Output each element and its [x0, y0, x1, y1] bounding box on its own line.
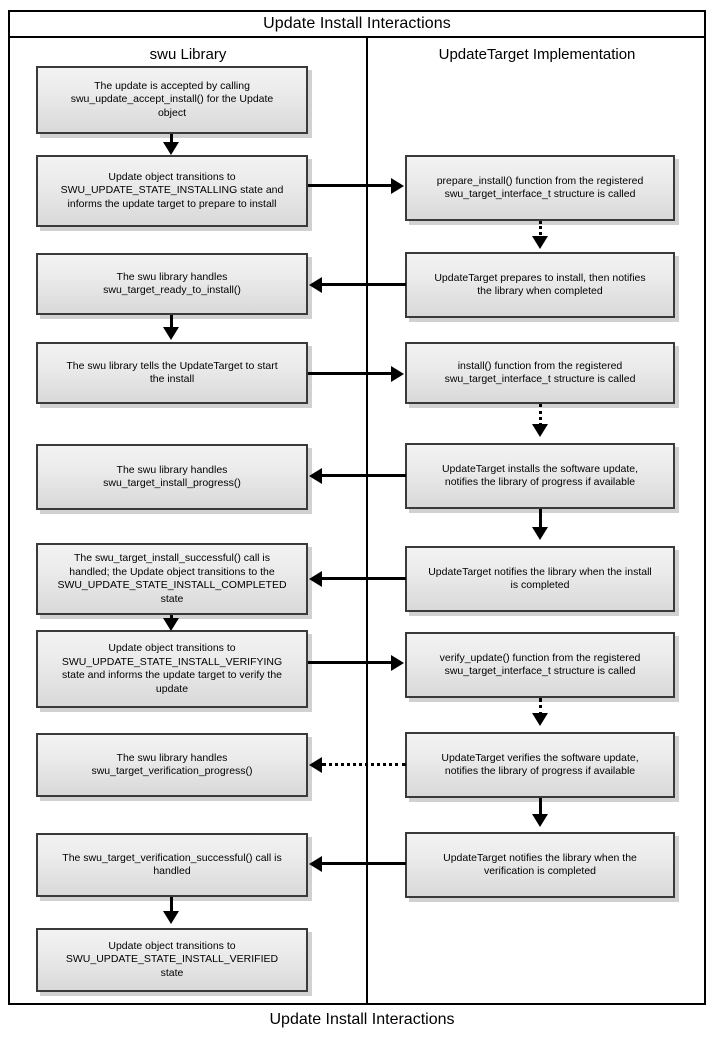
arrowhead-left-icon: [309, 277, 322, 293]
column-divider: [366, 38, 368, 1005]
connector-accept-to-installing: [170, 134, 173, 148]
connector-prepare-install-to-target-prepares: [539, 221, 542, 241]
node-target-notifies-install[interactable]: UpdateTarget notifies the library when t…: [405, 546, 675, 612]
node-prepare-install-fn[interactable]: prepare_install() function from the regi…: [405, 155, 675, 221]
node-text: Update object transitions to SWU_UPDATE_…: [65, 939, 279, 979]
connector-ready-to-install-to-tell-start: [170, 315, 173, 331]
node-text: The swu library handles swu_target_ready…: [103, 270, 241, 297]
node-verify-update-fn[interactable]: verify_update() function from the regist…: [405, 632, 675, 698]
connector-verifying-to-verify-update-fn: [308, 661, 395, 664]
diagram-caption: Update Install Interactions: [0, 1011, 724, 1029]
node-text: Update object transitions to SWU_UPDATE_…: [61, 642, 283, 695]
node-state-installing[interactable]: Update object transitions to SWU_UPDATE_…: [36, 155, 308, 227]
arrowhead-left-icon: [309, 571, 322, 587]
arrowhead-down-icon: [163, 327, 179, 340]
diagram-title-bar: Update Install Interactions: [10, 12, 704, 38]
node-verification-progress[interactable]: The swu library handles swu_target_verif…: [36, 733, 308, 797]
arrowhead-down-icon: [163, 618, 179, 631]
connector-target-verifies-to-verification-progress: [322, 763, 406, 766]
node-text: The swu_target_verification_successful()…: [62, 851, 282, 878]
node-target-verifies[interactable]: UpdateTarget verifies the software updat…: [405, 732, 675, 798]
node-text: prepare_install() function from the regi…: [436, 174, 644, 201]
arrowhead-right-icon: [391, 178, 404, 194]
node-state-install-verified[interactable]: Update object transitions to SWU_UPDATE_…: [36, 928, 308, 992]
connector-verification-successful-to-verified: [170, 897, 173, 915]
connector-install-fn-to-target-installs: [539, 404, 542, 426]
connector-notifies-verification-to-verification-successful: [322, 862, 406, 865]
node-text: The swu_target_install_successful() call…: [57, 552, 287, 605]
arrowhead-down-icon: [532, 814, 548, 827]
node-install-progress[interactable]: The swu library handles swu_target_insta…: [36, 444, 308, 510]
node-install-successful[interactable]: The swu_target_install_successful() call…: [36, 543, 308, 615]
connector-verify-update-fn-to-target-verifies: [539, 698, 542, 716]
connector-installing-to-prepare-install: [308, 184, 395, 187]
arrowhead-down-icon: [532, 424, 548, 437]
node-state-install-verifying[interactable]: Update object transitions to SWU_UPDATE_…: [36, 630, 308, 708]
connector-target-installs-to-install-progress: [322, 474, 406, 477]
arrowhead-right-icon: [391, 655, 404, 671]
arrowhead-down-icon: [532, 713, 548, 726]
arrowhead-down-icon: [532, 236, 548, 249]
connector-notifies-install-to-install-successful: [322, 577, 406, 580]
page-title: Update Install Interactions: [263, 15, 451, 32]
node-accept-install[interactable]: The update is accepted by calling swu_up…: [36, 66, 308, 134]
arrowhead-right-icon: [391, 366, 404, 382]
node-target-installs[interactable]: UpdateTarget installs the software updat…: [405, 443, 675, 509]
arrowhead-down-icon: [163, 911, 179, 924]
node-text: UpdateTarget installs the software updat…: [441, 462, 639, 489]
node-target-notifies-verification[interactable]: UpdateTarget notifies the library when t…: [405, 832, 675, 898]
node-text: The update is accepted by calling swu_up…: [70, 79, 274, 119]
node-text: The swu library handles swu_target_insta…: [103, 463, 241, 490]
node-install-fn[interactable]: install() function from the registered s…: [405, 342, 675, 404]
caption-text: Update Install Interactions: [269, 1011, 455, 1028]
arrowhead-left-icon: [309, 856, 322, 872]
node-text: UpdateTarget notifies the library when t…: [443, 851, 637, 878]
column-header-updatetarget-implementation: UpdateTarget Implementation: [368, 42, 706, 66]
arrowhead-down-icon: [532, 527, 548, 540]
node-verification-successful[interactable]: The swu_target_verification_successful()…: [36, 833, 308, 897]
connector-tell-start-to-install-fn: [308, 372, 395, 375]
node-text: UpdateTarget notifies the library when t…: [428, 565, 652, 592]
node-ready-to-install[interactable]: The swu library handles swu_target_ready…: [36, 253, 308, 315]
node-text: The swu library handles swu_target_verif…: [91, 751, 253, 778]
column-header-label: swu Library: [149, 45, 227, 63]
node-text: install() function from the registered s…: [444, 359, 636, 386]
node-text: UpdateTarget verifies the software updat…: [441, 751, 639, 778]
column-header-label: UpdateTarget Implementation: [438, 45, 636, 63]
node-text: The swu library tells the UpdateTarget t…: [66, 359, 278, 386]
node-tell-start-install[interactable]: The swu library tells the UpdateTarget t…: [36, 342, 308, 404]
node-text: UpdateTarget prepares to install, then n…: [434, 271, 646, 298]
node-target-prepares[interactable]: UpdateTarget prepares to install, then n…: [405, 252, 675, 318]
arrowhead-left-icon: [309, 468, 322, 484]
connector-target-installs-to-notifies-install: [539, 509, 542, 531]
arrowhead-down-icon: [163, 142, 179, 155]
column-header-swu-library: swu Library: [10, 42, 366, 66]
connector-target-verifies-to-notifies-verification: [539, 798, 542, 818]
arrowhead-left-icon: [309, 757, 322, 773]
node-text: verify_update() function from the regist…: [439, 651, 641, 678]
connector-target-prepares-to-ready-to-install: [322, 283, 406, 286]
node-text: Update object transitions to SWU_UPDATE_…: [60, 170, 284, 210]
